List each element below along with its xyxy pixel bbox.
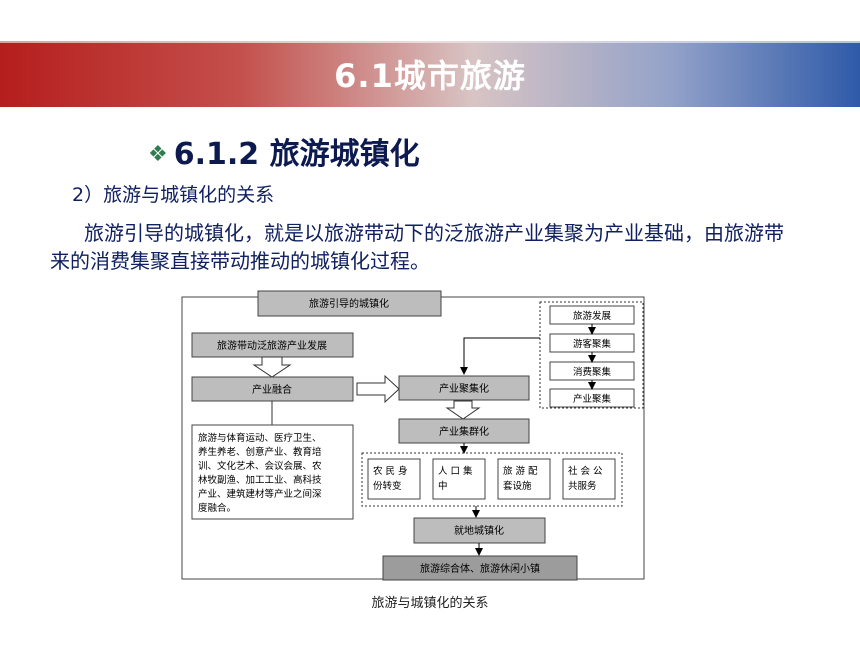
factor-label: 农 民 身 <box>373 465 408 477</box>
section-title-text: 6.1.2 旅游城镇化 <box>173 137 420 172</box>
fusion-detail-line: 旅游与体育运动、医疗卫生、 <box>198 432 322 444</box>
diamond-bullet-icon: ❖ <box>148 142 168 167</box>
factor-label: 套设施 <box>503 480 532 492</box>
factors-group <box>361 452 623 507</box>
top-box-label: 旅游引导的城镇化 <box>309 297 389 310</box>
cluster-label: 产业集群化 <box>439 425 489 438</box>
title-banner <box>0 43 860 107</box>
factor-label: 中 <box>438 480 448 492</box>
fusion-detail-line: 训、文化艺术、会议会展、农 <box>198 460 322 472</box>
factor-box <box>562 458 616 500</box>
fusion-detail-line: 林牧副渔、加工工业、高科技 <box>198 474 322 486</box>
section-title: ❖6.1.2 旅游城镇化 <box>148 129 420 173</box>
fusion-detail-line: 养生养老、创意产业、教育培 <box>198 446 322 458</box>
local-urbanization-label: 就地城镇化 <box>454 524 504 537</box>
chain-label: 旅游发展 <box>573 310 612 322</box>
final-label: 旅游综合体、旅游休闲小镇 <box>420 562 540 575</box>
factor-box <box>367 458 421 500</box>
factor-box <box>432 458 486 500</box>
down-arrow-2 <box>445 400 481 420</box>
paragraph-body: 旅游引导的城镇化，就是以旅游带动下的泛旅游产业集聚为产业基础，由旅游带来的消费集… <box>50 219 790 275</box>
chain-label: 消费聚集 <box>573 366 612 378</box>
page-title: 6.1城市旅游 <box>334 57 526 95</box>
chain-group <box>539 301 644 409</box>
factor-label: 份转变 <box>373 480 402 492</box>
chain-label: 游客聚集 <box>573 338 612 350</box>
top-box <box>257 290 442 317</box>
agglomeration-box <box>398 375 530 401</box>
banner-top-stripe <box>0 41 860 44</box>
chain-to-agglomeration-arrow <box>460 337 540 375</box>
agglomeration-label: 产业聚集化 <box>439 382 489 395</box>
factor-label: 旅 游 配 <box>503 465 538 477</box>
fusion-detail-box <box>191 424 354 520</box>
right-arrow <box>356 374 400 404</box>
chain-label: 产业聚集 <box>573 393 612 405</box>
pan-industry-label: 旅游带动泛旅游产业发展 <box>217 339 327 352</box>
figure-caption: 旅游与城镇化的关系 <box>371 596 489 611</box>
factor-label: 社 会 公 <box>568 465 603 477</box>
final-box <box>382 555 578 581</box>
factor-label: 人 口 集 <box>438 465 473 477</box>
down-arrow-1 <box>252 356 292 378</box>
cluster-box <box>398 418 530 444</box>
paragraph-heading: 2）旅游与城镇化的关系 <box>72 184 275 206</box>
fusion-detail-line: 度融合。 <box>198 502 236 514</box>
industry-fusion-label: 产业融合 <box>252 383 292 396</box>
factor-box <box>497 458 551 500</box>
paragraph-body-text: 旅游引导的城镇化，就是以旅游带动下的泛旅游产业集聚为产业基础，由旅游带来的消费集… <box>50 221 784 273</box>
factor-label: 共服务 <box>568 480 597 492</box>
industry-fusion-box <box>191 376 354 402</box>
local-urbanization-box <box>413 517 546 544</box>
pan-industry-box <box>191 332 354 358</box>
fusion-detail-line: 产业、建筑建材等产业之间深 <box>198 488 322 500</box>
